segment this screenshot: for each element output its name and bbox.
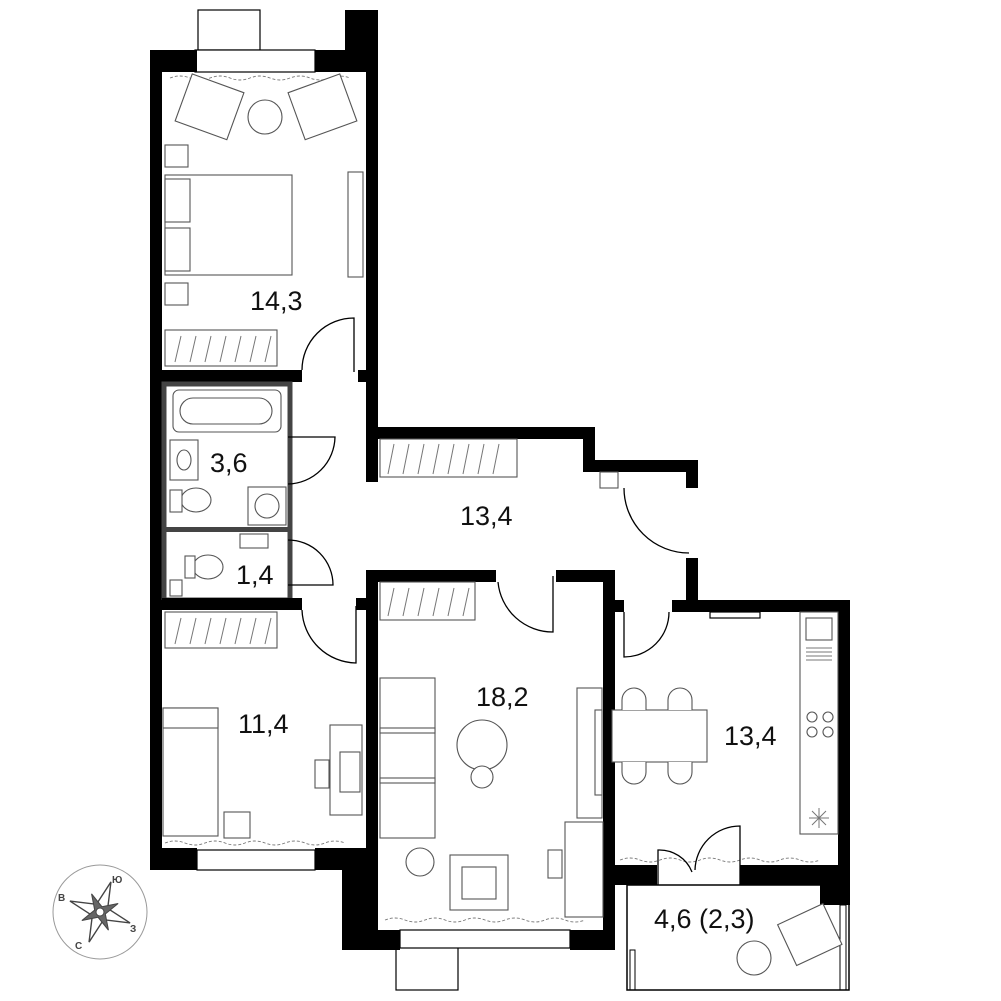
room-area-kitchen: 13,4: [724, 721, 777, 751]
room-area-loggia: 4,6 (2,3): [654, 904, 755, 934]
room-area-living-room: 18,2: [476, 682, 529, 712]
furniture: [162, 73, 843, 976]
room-area-hall: 13,4: [460, 501, 513, 531]
compass-icon: Ю В З С: [52, 864, 148, 960]
compass-east-label: В: [58, 893, 65, 904]
compass-north-label: С: [75, 941, 82, 952]
room-area-toilet: 1,4: [236, 560, 274, 590]
room-area-bedroom-small: 11,4: [238, 709, 289, 739]
walls: [150, 10, 850, 991]
room-area-bedroom-large: 14,3: [250, 286, 303, 316]
room-area-bathroom: 3,6: [210, 448, 248, 478]
compass-south-label: Ю: [112, 875, 122, 886]
compass-west-label: З: [130, 924, 136, 935]
area-labels: 14,3 3,6 1,4 13,4 11,4 18,2 13,4 4,6 (2,…: [210, 286, 777, 934]
doors: [287, 317, 741, 885]
